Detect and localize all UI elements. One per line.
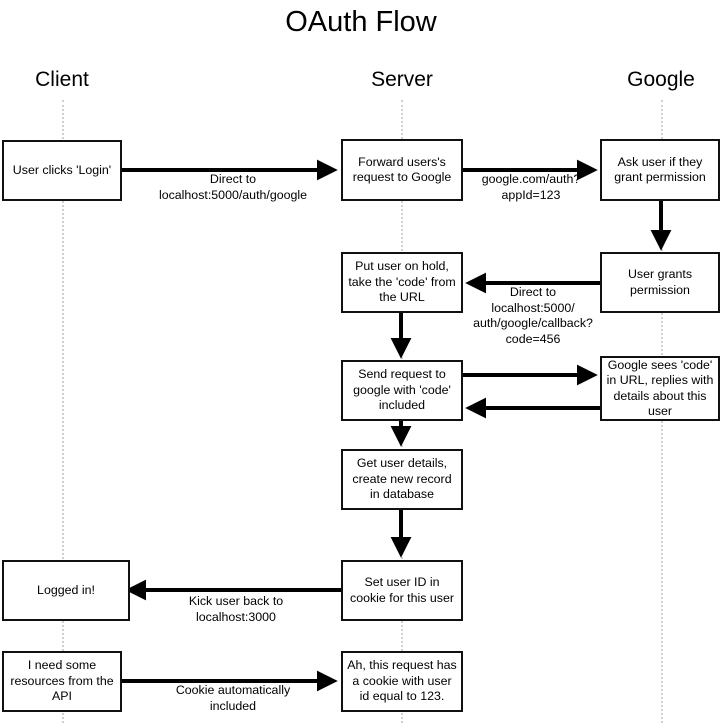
lane-header-server: Server	[371, 68, 433, 91]
node-put-user-on-hold[interactable]: Put user on hold, take the 'code' from t…	[341, 252, 463, 313]
edge-label-direct-to-auth: Direct to localhost:5000/auth/google	[158, 172, 308, 202]
node-label: I need some resources from the API	[10, 658, 114, 704]
node-label: Send request to google with 'code' inclu…	[353, 367, 451, 413]
node-label: User grants permission	[627, 267, 693, 297]
edge-label-kick-user-back: Kick user back to localhost:3000	[188, 594, 284, 624]
node-need-resources[interactable]: I need some resources from the API	[2, 651, 122, 712]
node-label: Logged in!	[37, 582, 95, 597]
node-label: Get user details, create new record in d…	[352, 456, 452, 502]
page-title: OAuth Flow	[285, 6, 437, 38]
node-label: Ah, this request has a cookie with user …	[347, 658, 457, 704]
node-google-sees-code[interactable]: Google sees 'code' in URL, replies with …	[600, 356, 720, 421]
node-set-user-id-cookie[interactable]: Set user ID in cookie for this user	[341, 560, 463, 621]
edge-label-cookie-auto: Cookie automatically included	[175, 683, 291, 713]
lane-header-client: Client	[35, 68, 89, 91]
node-send-request-with-code[interactable]: Send request to google with 'code' inclu…	[341, 360, 463, 421]
node-label: Ask user if they grant permission	[614, 154, 706, 185]
lane-header-google: Google	[627, 68, 695, 91]
node-user-grants-permission[interactable]: User grants permission	[600, 252, 720, 313]
node-label: Set user ID in cookie for this user	[350, 575, 454, 605]
node-label: Put user on hold, take the 'code' from t…	[348, 259, 456, 305]
node-get-user-details[interactable]: Get user details, create new record in d…	[341, 449, 463, 510]
node-label: Google sees 'code' in URL, replies with …	[606, 357, 714, 419]
node-label: Forward users's request to Google	[352, 154, 452, 185]
node-user-clicks-login[interactable]: User clicks 'Login'	[2, 140, 122, 201]
node-label: User clicks 'Login'	[12, 162, 112, 177]
node-forward-request[interactable]: Forward users's request to Google	[341, 139, 463, 201]
edge-label-callback-url: Direct to localhost:5000/ auth/google/ca…	[473, 285, 593, 346]
edge-label-google-auth-url: google.com/auth? appId=123	[481, 172, 581, 202]
lane-divider-client	[62, 100, 64, 723]
node-logged-in[interactable]: Logged in!	[2, 560, 130, 621]
node-request-has-cookie[interactable]: Ah, this request has a cookie with user …	[341, 651, 463, 712]
node-ask-permission[interactable]: Ask user if they grant permission	[600, 139, 720, 201]
